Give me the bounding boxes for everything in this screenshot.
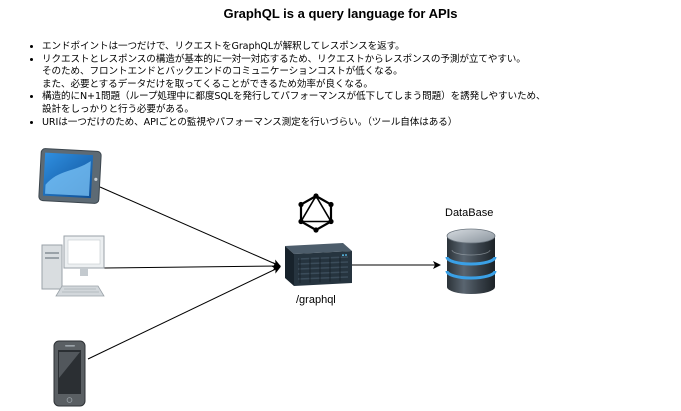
bullet-line: URIは一つだけのため、APIごとの監視やパフォーマンス測定を行いづらい。（ツー…: [42, 116, 458, 128]
database-icon: [445, 228, 497, 294]
bullet-item: URIは一つだけのため、APIごとの監視やパフォーマンス測定を行いづらい。（ツー…: [42, 117, 681, 130]
server-icon: [285, 243, 352, 286]
bullet-line: エンドポイントは一つだけで、リクエストをGraphQLが解釈してレスポンスを返す…: [42, 41, 405, 52]
server-label: /graphql: [296, 294, 336, 306]
bullet-line: そのため、フロントエンドとバックエンドのコミュニケーションコストが低くなる。: [42, 66, 403, 78]
smartphone-icon: [53, 340, 86, 407]
arrow-tablet-to-server: [99, 186, 281, 267]
desktop-computer-icon: [41, 235, 105, 297]
bullet-item: リクエストとレスポンスの構造が基本的に一対一対応するため、リクエストからレスポン…: [42, 54, 681, 92]
database-label: DataBase: [445, 207, 494, 219]
bullet-item: 構造的にN+1問題（ループ処理中に都度SQLを発行してパフォーマンスが低下してし…: [42, 91, 681, 116]
bullet-line: 構造的にN+1問題（ループ処理中に都度SQLを発行してパフォーマンスが低下してし…: [42, 91, 546, 103]
arrow-phone-to-server: [87, 266, 281, 360]
bullet-list: エンドポイントは一つだけで、リクエストをGraphQLが解釈してレスポンスを返す…: [30, 41, 681, 129]
bullet-line: リクエストとレスポンスの構造が基本的に一対一対応するため、リクエストからレスポン…: [42, 53, 526, 65]
bullet-item: エンドポイントは一つだけで、リクエストをGraphQLが解釈してレスポンスを返す…: [42, 41, 681, 54]
tablet-icon: [38, 148, 102, 204]
graphql-logo-icon: [298, 193, 334, 233]
arrow-desktop-to-server: [103, 262, 281, 271]
bullet-line: 設計をしっかりと行う必要がある。: [42, 103, 194, 115]
page-title: GraphQL is a query language for APIs: [223, 6, 458, 21]
bullet-line: また、必要とするデータだけを取ってくることができるため効率が良くなる。: [42, 78, 373, 90]
